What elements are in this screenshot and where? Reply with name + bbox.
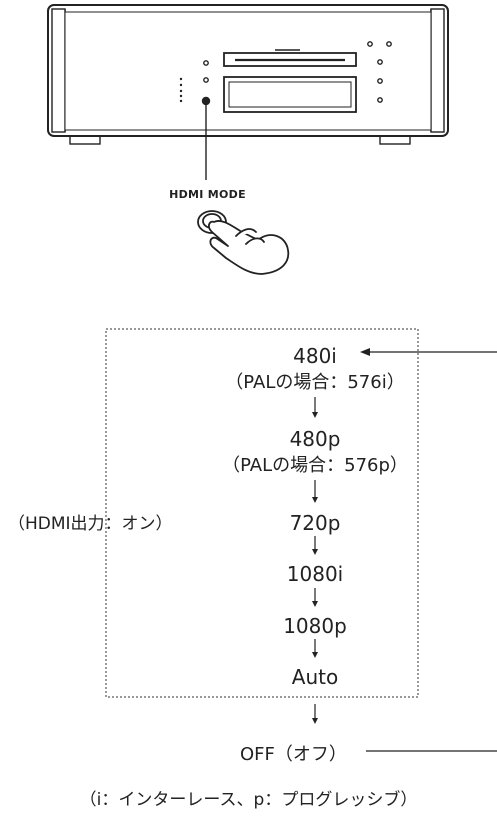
player-illustration	[47, 4, 449, 145]
step-480i: 480i	[293, 344, 337, 368]
step-arrows	[312, 397, 318, 724]
step-480p: 480p	[289, 427, 341, 451]
hdmi-mode-button-on-unit	[201, 96, 211, 106]
step-auto: Auto	[291, 665, 339, 689]
down-arrow-head-5	[312, 652, 318, 658]
step-1080p: 1080p	[283, 614, 347, 638]
return-arrow	[360, 348, 497, 356]
down-arrow-head-1	[312, 412, 318, 418]
finger-press-icon	[197, 210, 290, 275]
step-480p-pal: （PALの場合：576p）	[222, 455, 408, 476]
down-arrow-head-3	[312, 549, 318, 555]
resolution-cycle-frame	[105, 328, 419, 698]
down-arrow-head-2	[312, 497, 318, 503]
disc-tray	[223, 52, 357, 67]
hdmi-mode-label: HDMI MODE	[169, 188, 246, 201]
down-arrow-head-4	[312, 601, 318, 607]
legend: （i：インターレース、p：プログレッシブ）	[79, 790, 418, 810]
down-arrow-head-6	[312, 718, 318, 724]
off-label: OFF（オフ）	[240, 744, 347, 765]
step-1080i: 1080i	[286, 562, 344, 586]
hdmi-output-on-label: （HDMI出力：オン）	[8, 514, 173, 534]
step-720p: 720p	[289, 511, 341, 535]
display-window	[223, 76, 357, 113]
step-480i-pal: （PALの場合：576i）	[225, 372, 405, 393]
